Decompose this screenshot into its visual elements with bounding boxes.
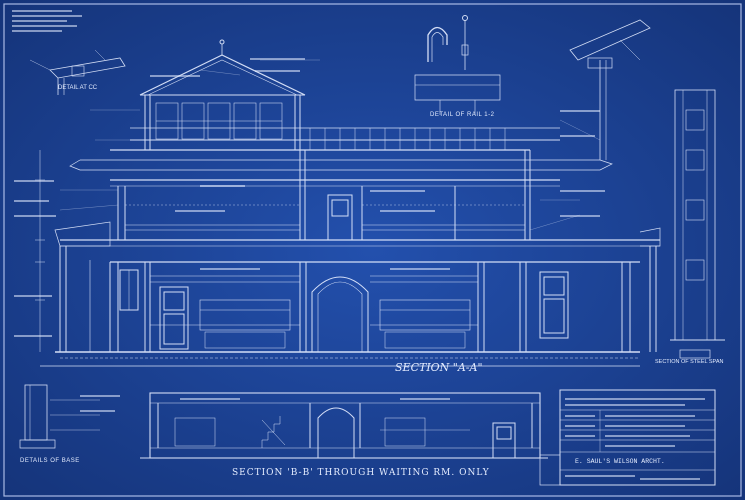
section-bb-label: SECTION 'B-B' THROUGH WAITING RM. ONLY xyxy=(232,468,490,478)
steel-span-label: SECTION OF STEEL SPAN xyxy=(655,359,724,365)
rail-detail-label: DETAIL OF RAIL 1-2 xyxy=(430,112,495,118)
title-firm-label: E. SAUL'S WILSON ARCHT. xyxy=(575,458,665,465)
section-aa-label: SECTION "A-A" xyxy=(395,361,483,374)
base-detail-label: DETAILS OF BASE xyxy=(20,458,80,464)
title-block xyxy=(539,389,716,486)
sheet-border xyxy=(3,3,742,497)
section-aa-drawing xyxy=(35,39,661,367)
right-section-drawing xyxy=(670,89,725,359)
rail-detail-drawing xyxy=(414,15,501,115)
detail-cc-drawing xyxy=(29,49,126,95)
base-detail-drawing xyxy=(19,384,100,449)
detail-cc-label: DETAIL AT CC xyxy=(58,85,98,91)
section-bb-drawing xyxy=(140,392,548,459)
